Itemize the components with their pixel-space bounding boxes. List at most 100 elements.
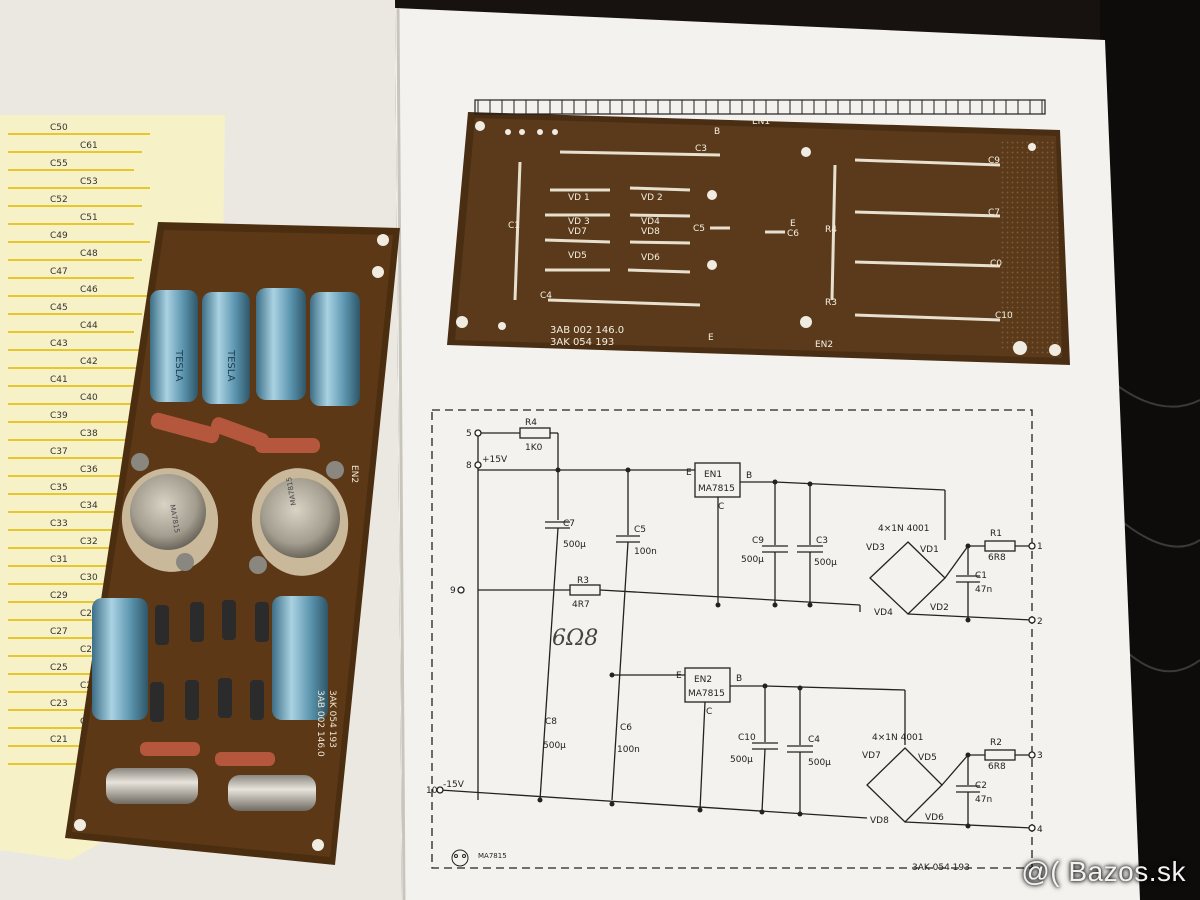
c1-ref: C1 xyxy=(975,571,987,581)
pcb-label-c0: C0 xyxy=(990,259,1002,269)
en2-b: B xyxy=(736,674,742,684)
c10-value: 500µ xyxy=(730,755,753,765)
pcb-label-c3: C3 xyxy=(695,144,707,154)
pin-1: 1 xyxy=(1037,542,1043,552)
pin-2: 2 xyxy=(1037,617,1043,627)
pcb-label-e2: E xyxy=(708,333,714,343)
pcb-label-c1: C1 xyxy=(508,221,520,231)
assembled-en2: EN2 xyxy=(349,465,359,483)
c8-value: 500µ xyxy=(543,741,566,751)
pin-9: 9 xyxy=(450,586,456,596)
pcb-label-c9: C9 xyxy=(988,156,1000,166)
layout-label: C26 xyxy=(80,645,98,655)
layout-label: C36 xyxy=(80,465,98,475)
c7-ref: C7 xyxy=(563,519,575,529)
c7-value: 500µ xyxy=(563,540,586,550)
capacitor-group-top: TESLA TESLA xyxy=(150,288,360,406)
c4-ref: C4 xyxy=(808,735,820,745)
en1-c: C xyxy=(718,502,724,512)
pin-3: 3 xyxy=(1037,751,1043,761)
layout-label: C46 xyxy=(80,285,98,295)
handwritten-note: 6Ω8 xyxy=(552,626,598,651)
vd7-label: VD7 xyxy=(862,751,881,761)
watermark: @( Bazos.sk xyxy=(1021,856,1186,887)
vd8-label: VD8 xyxy=(870,816,889,826)
layout-label: C37 xyxy=(50,447,68,457)
layout-label: C45 xyxy=(50,303,68,313)
layout-label: C50 xyxy=(50,123,68,133)
layout-label: C43 xyxy=(50,339,68,349)
en1-b: B xyxy=(746,471,752,481)
rail-minus15: -15V xyxy=(443,780,465,790)
c2-value: 47n xyxy=(975,795,992,805)
pcb-label-c6: C6 xyxy=(787,229,799,239)
c5-ref: C5 xyxy=(634,525,646,535)
pcb-label-r3: R3 xyxy=(825,298,837,308)
layout-label: C49 xyxy=(50,231,68,241)
capacitor-c3-left xyxy=(92,598,148,720)
layout-label: C25 xyxy=(50,663,68,673)
en2-ref: EN2 xyxy=(694,675,712,685)
assembled-code-1: 3AB 002 146.0 xyxy=(315,690,325,757)
layout-label: C38 xyxy=(80,429,98,439)
cap-brand-2: TESLA xyxy=(225,349,236,382)
en2-e: E xyxy=(676,671,682,681)
pin-5: 5 xyxy=(466,429,472,439)
layout-label: C35 xyxy=(50,483,68,493)
pcb-label-c10: C10 xyxy=(995,311,1013,321)
layout-label: C29 xyxy=(50,591,68,601)
r2-ref: R2 xyxy=(990,738,1002,748)
layout-label: C44 xyxy=(80,321,98,331)
r3-value: 4R7 xyxy=(572,600,590,610)
vd5-label: VD5 xyxy=(918,753,937,763)
layout-label: C21 xyxy=(50,735,68,745)
silver-capacitor-c2 xyxy=(228,775,316,811)
rail-plus15: +15V xyxy=(482,455,508,465)
schematic-diagram xyxy=(431,409,1036,869)
layout-label: C41 xyxy=(50,375,68,385)
pcb-label-vd6: VD6 xyxy=(641,253,660,263)
pcb-label-vd1: VD 1 xyxy=(568,193,590,203)
layout-label: C42 xyxy=(80,357,98,367)
pin-8: 8 xyxy=(466,461,472,471)
c9-ref: C9 xyxy=(752,536,764,546)
layout-label: C28 xyxy=(80,609,98,619)
c6-value: 100n xyxy=(617,745,640,755)
layout-label: C32 xyxy=(80,537,98,547)
footer-pinout-label: MA7815 xyxy=(478,852,507,860)
en1-part: MA7815 xyxy=(698,484,735,494)
bridge-label-2: 4×1N 4001 xyxy=(872,733,924,743)
layout-label: C27 xyxy=(50,627,68,637)
pcb-label-en2: EN2 xyxy=(815,340,833,350)
layout-label: C33 xyxy=(50,519,68,529)
r1-value: 6R8 xyxy=(988,553,1006,563)
vd1-label: VD1 xyxy=(920,545,939,555)
c8-ref: C8 xyxy=(545,717,557,727)
pcb-label-b: B xyxy=(714,127,720,137)
assembled-code-2: 3AK 054 193 xyxy=(327,690,337,748)
pinout-icon xyxy=(451,849,469,867)
assembled-pcb-board: TESLA TESLA MA7815 MA7815 xyxy=(65,222,400,865)
r1-ref: R1 xyxy=(990,529,1002,539)
pcb-code-2: 3AK 054 193 xyxy=(550,337,614,348)
pcb-label-en1: EN1 xyxy=(752,117,770,127)
pin-10: 10 xyxy=(426,786,438,796)
schematic-labels: 5 8 9 10 1 2 3 4 +15V -15V R4 1K0 R3 4R7… xyxy=(426,418,1043,873)
pin-4: 4 xyxy=(1037,825,1043,835)
c5-value: 100n xyxy=(634,547,657,557)
vd3-label: VD3 xyxy=(866,543,885,553)
en2-part: MA7815 xyxy=(688,689,725,699)
layout-label: C51 xyxy=(80,213,98,223)
pcb-label-e: E xyxy=(790,219,796,229)
c4-value: 500µ xyxy=(808,758,831,768)
regulator-en1: MA7815 xyxy=(121,453,219,572)
pcb-label-c4: C4 xyxy=(540,291,552,301)
layout-label: C34 xyxy=(80,501,98,511)
pcb-label-vd7: VD7 xyxy=(568,227,587,237)
layout-label: C31 xyxy=(50,555,68,565)
layout-label: C30 xyxy=(80,573,98,583)
layout-label: C47 xyxy=(50,267,68,277)
capacitor-c4-right xyxy=(272,596,328,720)
en1-e: E xyxy=(686,468,692,478)
